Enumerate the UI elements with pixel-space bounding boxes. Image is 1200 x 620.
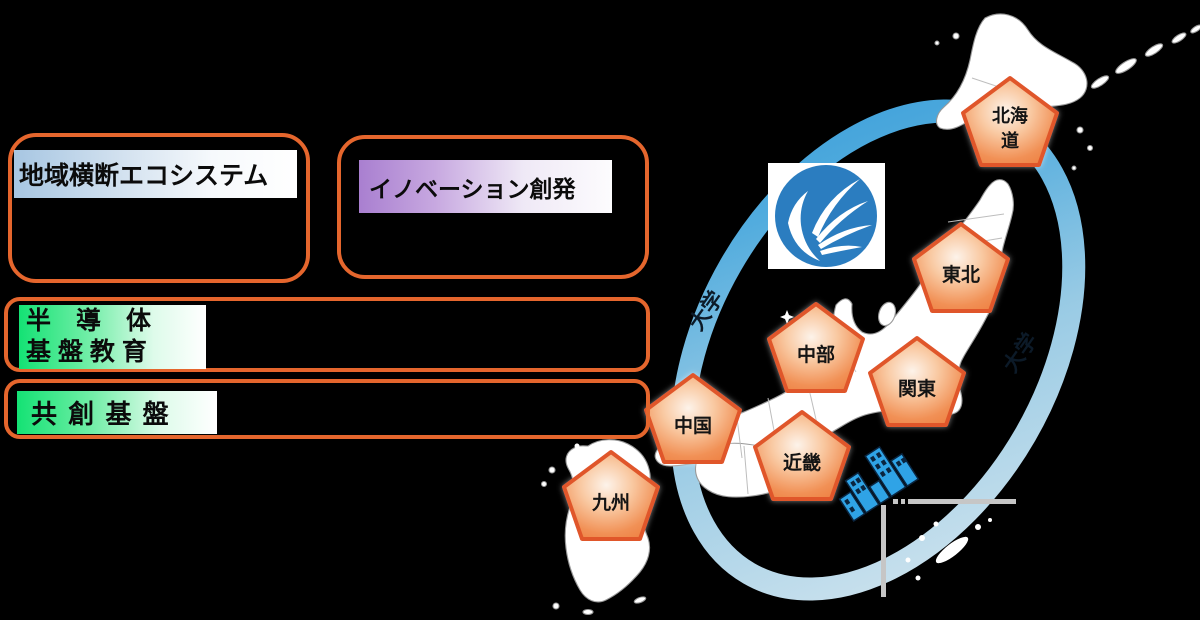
region-label: 東北	[942, 263, 980, 286]
region-badge-kinki: 近畿	[753, 410, 851, 501]
region-label: 中国	[674, 414, 712, 437]
panel-innovation: イノベーション創発	[337, 135, 649, 279]
panel-title-line2: 基 盤 教 育	[26, 338, 147, 366]
region-label: 道	[1001, 130, 1019, 151]
kuril-islands	[1090, 24, 1200, 89]
panel-title-co-creation: 共 創 基 盤	[17, 391, 217, 434]
okinawa-inset-line-horizontal	[908, 499, 1016, 504]
region-badge-hokkaido: 北海 道	[961, 76, 1059, 167]
region-badge-chugoku: 中国	[644, 373, 742, 464]
panel-title-semiconductor-education: 半 導 体 基 盤 教 育	[19, 305, 206, 369]
region-label: 関東	[898, 377, 936, 400]
panel-semiconductor-education: 半 導 体 基 盤 教 育	[4, 297, 650, 372]
map-sparkles	[569, 310, 794, 470]
ring-label-right: 大学	[998, 329, 1042, 377]
okinawa-inset-line-vertical	[881, 505, 886, 597]
region-badge-chubu: 中部	[767, 302, 865, 393]
okinawa-islands	[905, 518, 992, 581]
okinawa-inset	[881, 499, 1016, 597]
city-buildings-icon	[838, 445, 920, 522]
region-badge-kyushu: 九州	[562, 450, 660, 541]
panel-title-innovation: イノベーション創発	[359, 160, 612, 213]
panel-co-creation: 共 創 基 盤	[4, 379, 650, 439]
wing-circle-logo	[768, 163, 885, 269]
region-badge-kanto: 関東	[868, 336, 966, 427]
region-label: 九州	[591, 492, 630, 514]
panel-title-regional-ecosystem: 地域横断エコシステム	[14, 150, 297, 198]
panel-regional-ecosystem: 地域横断エコシステム	[8, 133, 310, 283]
region-badge-tohoku: 東北	[912, 222, 1010, 313]
network-ring	[670, 99, 1086, 601]
region-label: 中部	[797, 343, 835, 366]
region-label: 北海	[992, 105, 1028, 126]
panel-title-line1: 半 導 体	[26, 307, 152, 335]
region-label: 近畿	[783, 451, 821, 474]
